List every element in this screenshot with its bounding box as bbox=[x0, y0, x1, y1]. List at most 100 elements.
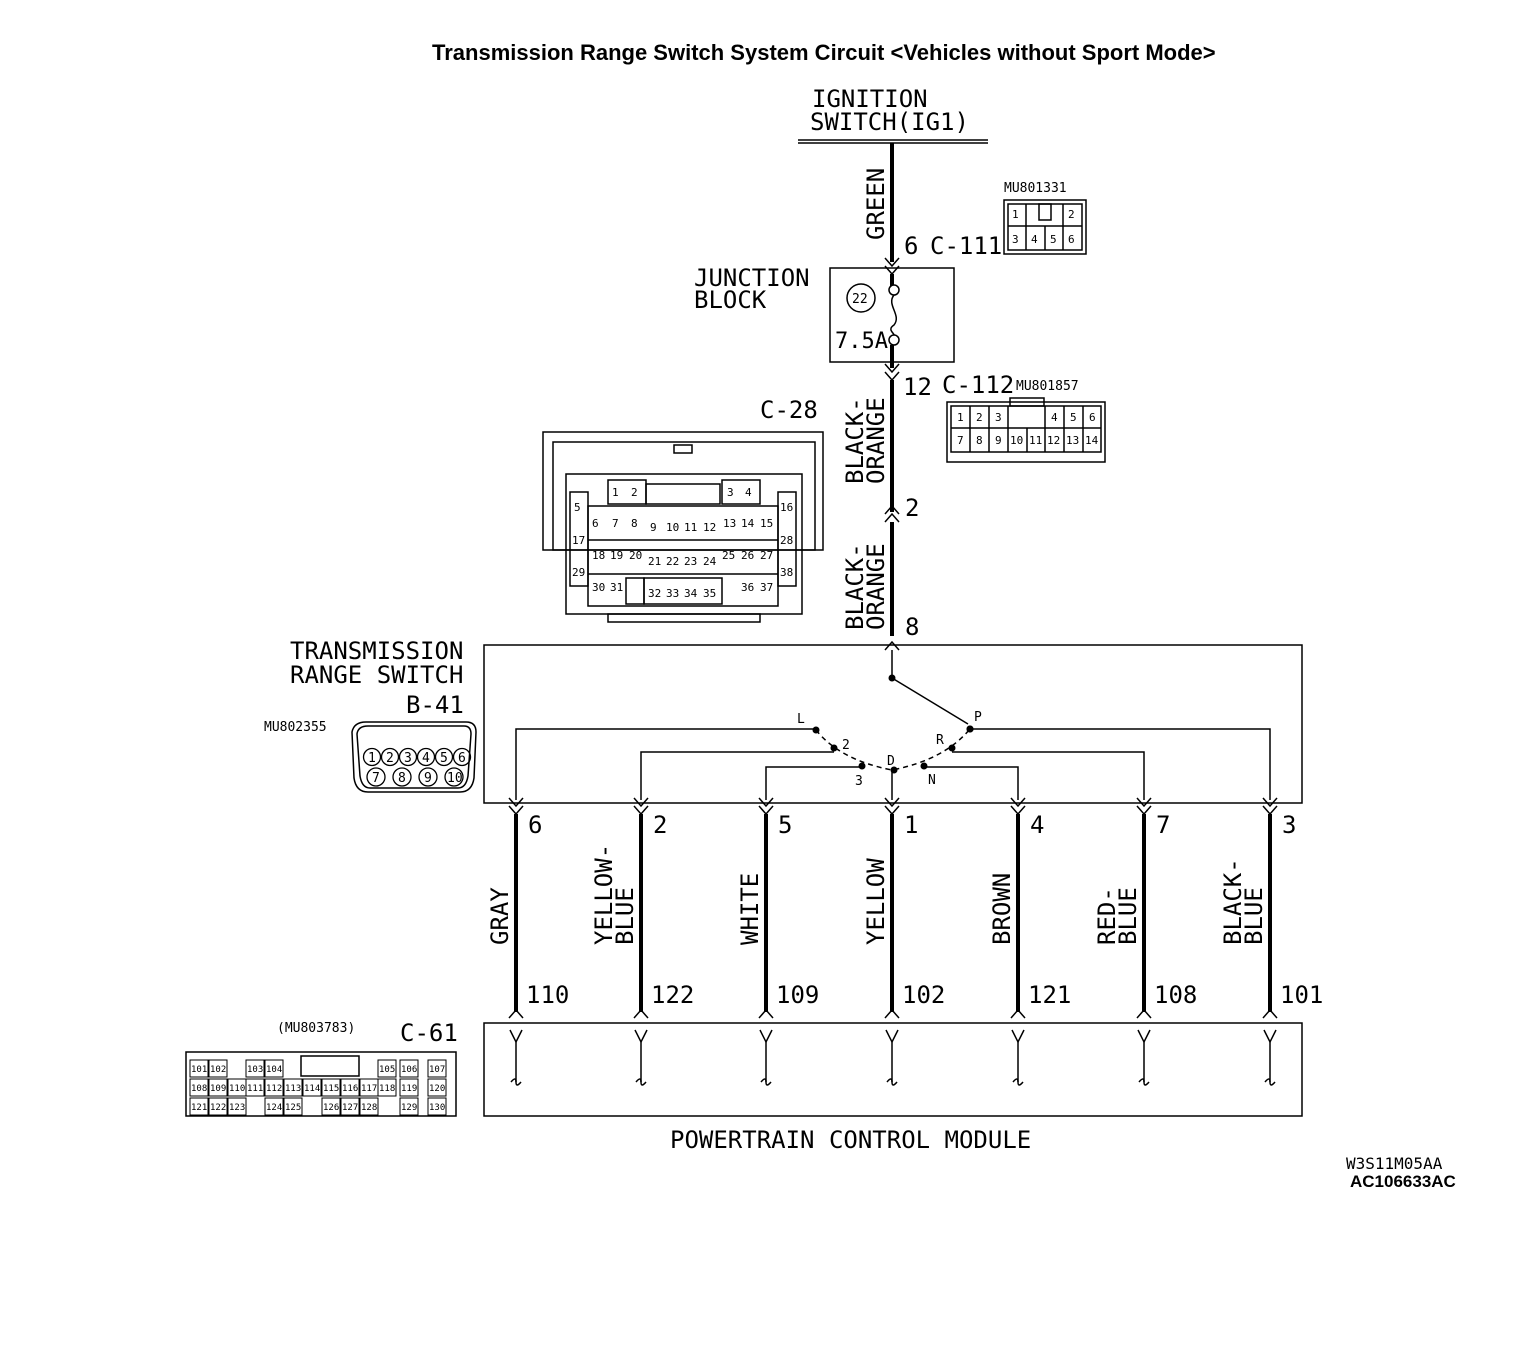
c61-pin: 110 bbox=[229, 1084, 245, 1094]
trs-label-1: TRANSMISSION bbox=[290, 637, 463, 665]
connector-mark bbox=[508, 805, 524, 816]
c111-pin-label: 6 bbox=[904, 232, 918, 260]
c61-pin: 125 bbox=[285, 1103, 301, 1113]
pin-cell bbox=[427, 1059, 447, 1078]
c28-pin: 23 bbox=[684, 555, 697, 568]
connector-face-mu801857: MU801857 1 2 3 4 5 6 7 8 9 10 11 12 13 1… bbox=[946, 379, 1106, 463]
c61-pin: 101 bbox=[191, 1065, 207, 1075]
switch-branch bbox=[765, 766, 862, 800]
c61-pin: 114 bbox=[304, 1084, 320, 1094]
reference-code: AC106633AC bbox=[1350, 1172, 1456, 1191]
fuse-terminal-bottom bbox=[888, 334, 900, 346]
connector-face-mu801331: MU801331 1 2 3 4 5 6 bbox=[1003, 181, 1087, 255]
switch-position-label: N bbox=[928, 773, 936, 788]
pcm-terminal-end bbox=[760, 1078, 772, 1086]
c61-pin: 118 bbox=[379, 1084, 395, 1094]
mu802355-pin: 1 bbox=[368, 751, 376, 766]
c28-pin: 20 bbox=[629, 549, 642, 562]
pcm-terminal-end bbox=[886, 1078, 898, 1086]
switch-contact bbox=[948, 744, 956, 752]
trs-pin-label: 1 bbox=[904, 811, 918, 839]
switch-position-label: P bbox=[974, 710, 982, 725]
c61-pin: 105 bbox=[379, 1065, 395, 1075]
pcm-pin-label: 101 bbox=[1280, 981, 1323, 1009]
c28-pin: 34 bbox=[684, 587, 698, 600]
pin-cell bbox=[264, 1097, 284, 1116]
pin-cell bbox=[264, 1078, 284, 1097]
c61-pin: 108 bbox=[191, 1084, 207, 1094]
pin-cell bbox=[427, 1097, 447, 1116]
mu802355-pin: 3 bbox=[404, 751, 412, 766]
wire-color-label: YELLOW- bbox=[590, 844, 618, 945]
connector-mark bbox=[1136, 797, 1152, 808]
pin-cell bbox=[245, 1078, 265, 1097]
pin-cell bbox=[399, 1097, 419, 1116]
c28-pin: 36 bbox=[741, 581, 754, 594]
mu802355-pin: 2 bbox=[386, 751, 394, 766]
switch-branch bbox=[970, 728, 1271, 800]
c28-pin: 13 bbox=[723, 517, 736, 530]
mu801857-pin: 4 bbox=[1051, 411, 1058, 424]
mu801331-pin: 1 bbox=[1012, 208, 1019, 221]
c61-pin: 126 bbox=[323, 1103, 339, 1113]
pin-cell bbox=[399, 1059, 419, 1078]
trs-pin-label: 5 bbox=[778, 811, 792, 839]
c28-pin: 17 bbox=[572, 534, 585, 547]
connector-mark bbox=[1262, 805, 1278, 816]
mu801331-pin: 3 bbox=[1012, 233, 1019, 246]
c28-pin: 7 bbox=[612, 517, 619, 530]
c28-pin: 18 bbox=[592, 549, 605, 562]
wire-color-label: GRAY bbox=[486, 887, 514, 945]
switch-position-label: L bbox=[797, 712, 805, 727]
mu801857-pin: 9 bbox=[995, 434, 1002, 447]
mu802355-pin: 9 bbox=[424, 771, 432, 786]
drawing-code: W3S11M05AA bbox=[1346, 1154, 1443, 1173]
connector-c28-mark bbox=[884, 504, 900, 523]
c61-pin: 115 bbox=[323, 1084, 339, 1094]
connector-mark bbox=[1010, 797, 1026, 808]
pin-circle bbox=[380, 747, 400, 767]
mu802355-pin: 10 bbox=[447, 771, 463, 786]
trs-input-mark bbox=[884, 640, 900, 651]
connector-mark bbox=[884, 797, 900, 808]
connector-mark bbox=[508, 797, 524, 808]
pcm-terminal-end bbox=[1264, 1078, 1276, 1086]
pcm-terminal-icon bbox=[1011, 1029, 1025, 1044]
pin-cell bbox=[321, 1078, 341, 1097]
c28-pin: 3 bbox=[727, 486, 734, 499]
c28-pin: 6 bbox=[592, 517, 599, 530]
c28-pin: 8 bbox=[631, 517, 638, 530]
c28-pin: 33 bbox=[666, 587, 679, 600]
pin-cell bbox=[283, 1097, 303, 1116]
connector-face-c28: C-28 1 2 3 4 5 6 7 8 9 10 11 12 13 14 15… bbox=[542, 396, 824, 623]
mu802355-label: MU802355 bbox=[264, 720, 327, 735]
pcm-terminal-icon bbox=[509, 1029, 523, 1044]
c28-pin: 29 bbox=[572, 566, 585, 579]
connector-mark bbox=[758, 1008, 774, 1019]
wire-bo-lower-label-1: BLACK- bbox=[841, 543, 869, 630]
switch-position-label: 3 bbox=[855, 774, 863, 789]
switch-contact bbox=[858, 762, 866, 770]
connector-mark bbox=[633, 797, 649, 808]
pin-circle bbox=[444, 767, 464, 787]
pin-cell bbox=[245, 1059, 265, 1078]
mu801857-pin: 11 bbox=[1029, 434, 1042, 447]
pcm-terminal-icon bbox=[885, 1029, 899, 1044]
transmission-range-switch bbox=[483, 644, 1303, 804]
pcm-terminal-icon bbox=[1137, 1029, 1151, 1044]
ignition-label-1: IGNITION bbox=[812, 85, 928, 113]
mu801331-pin: 5 bbox=[1050, 233, 1057, 246]
pcm-pin-label: 109 bbox=[776, 981, 819, 1009]
c111-id-label: C-111 bbox=[930, 232, 1002, 260]
pin-cell bbox=[340, 1078, 360, 1097]
mu801331-label: MU801331 bbox=[1004, 181, 1067, 196]
pin-cell bbox=[321, 1097, 341, 1116]
c112-id-label: C-112 bbox=[942, 371, 1014, 399]
pin-circle bbox=[452, 747, 472, 767]
connector-mark bbox=[758, 805, 774, 816]
junction-block: JUNCTION BLOCK 22 7.5A bbox=[694, 264, 955, 368]
